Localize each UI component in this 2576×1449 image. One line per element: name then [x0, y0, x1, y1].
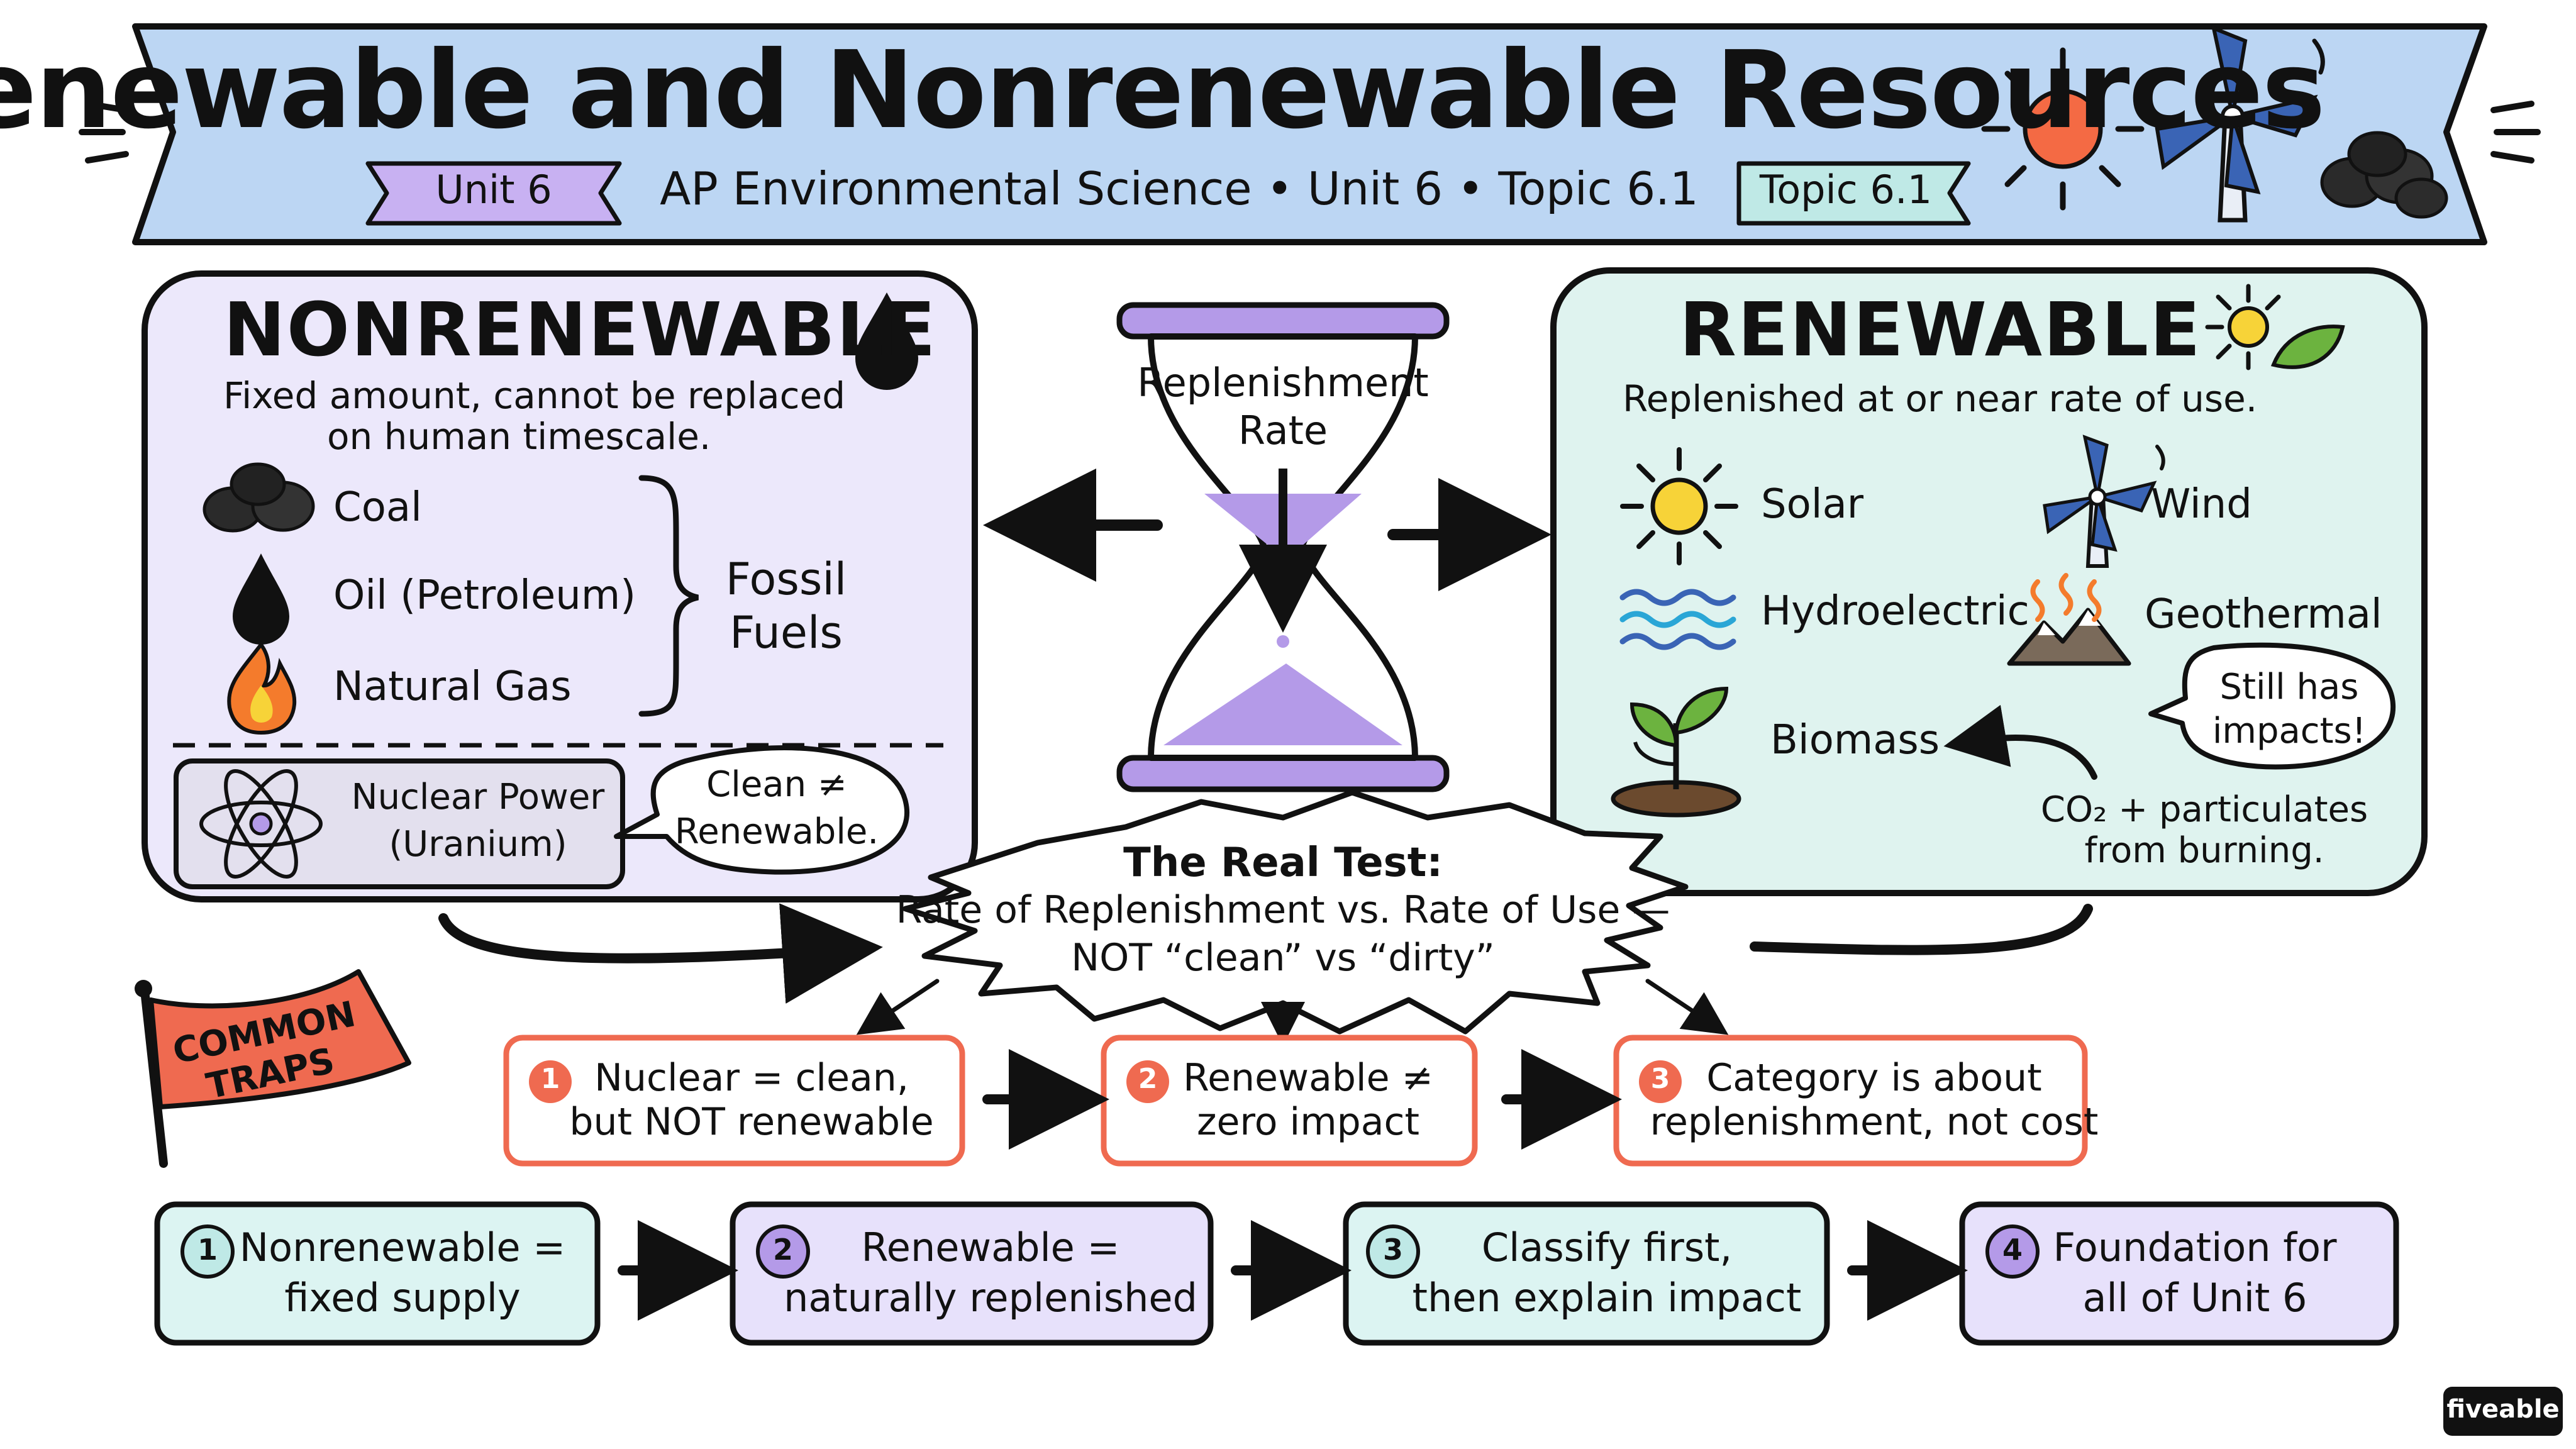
step-3-line-1: Classify first, — [1481, 1224, 1733, 1270]
trap-number-3-label: 3 — [1650, 1063, 1670, 1095]
step-number-3-label: 3 — [1382, 1233, 1404, 1267]
impacts-bubble-line-1: Still has — [2219, 667, 2359, 708]
nonrenewable-description-1: Fixed amount, cannot be replaced — [223, 374, 846, 417]
real-test-line-3: NOT “clean” vs “dirty” — [1071, 936, 1495, 980]
step-number-1-label: 1 — [197, 1233, 218, 1267]
step-number-2-label: 2 — [772, 1233, 794, 1267]
brand-logo-text: fiveable — [2446, 1395, 2560, 1424]
nuclear-power-box — [174, 758, 625, 889]
burning-note-1: CO₂ + particulates — [2040, 789, 2368, 830]
sun-icon — [1981, 47, 2145, 211]
resource-label-oil: Oil (Petroleum) — [333, 572, 636, 619]
page-subtitle: AP Environmental Science • Unit 6 • Topi… — [660, 162, 1699, 215]
atom-icon — [199, 769, 323, 879]
common-traps-flag — [135, 969, 411, 1168]
topic-tag — [1736, 161, 1971, 226]
real-test-starburst — [902, 789, 1689, 1035]
step-2-line-1: Renewable = — [861, 1224, 1120, 1270]
motion-lines-right — [2490, 101, 2541, 164]
hourglass-label-2: Rate — [1238, 408, 1328, 453]
oil-drop-icon — [855, 292, 918, 390]
oil-drop-icon — [233, 553, 289, 645]
trap-number-2-label: 2 — [1138, 1063, 1158, 1095]
clean-bubble-line-2: Renewable. — [674, 811, 879, 852]
step-3-line-2: then explain impact — [1412, 1275, 1802, 1321]
trap-2-line-2: zero impact — [1196, 1100, 1420, 1144]
step-4-line-1: Foundation for — [2053, 1224, 2337, 1270]
real-test-line-1: The Real Test: — [1123, 840, 1443, 886]
water-waves-icon — [1619, 589, 1736, 650]
coal-icon — [203, 462, 315, 533]
step-number-4 — [1985, 1224, 2040, 1279]
wind-turbine-icon — [2155, 25, 2325, 223]
arrow-to-trap-3 — [1645, 979, 1729, 1035]
speech-bubble-impacts — [2148, 642, 2396, 770]
clean-bubble-line-1: Clean ≠ — [706, 764, 847, 805]
step-2-line-2: naturally replenished — [784, 1275, 1197, 1321]
step-number-4-label: 4 — [2002, 1233, 2023, 1267]
trap-number-3 — [1639, 1060, 1682, 1103]
fossil-fuels-label-1: Fossil — [725, 553, 847, 605]
trap-2-line-1: Renewable ≠ — [1183, 1056, 1433, 1100]
arrow-nonrenewable-to-test — [438, 903, 883, 1004]
step-1-line-2: fixed supply — [284, 1275, 521, 1321]
coal-icon — [2320, 131, 2448, 219]
trap-box-1 — [503, 1035, 965, 1167]
trap-1-line-1: Nuclear = clean, — [594, 1056, 909, 1100]
flame-icon — [227, 641, 297, 735]
step-1-line-1: Nonrenewable = — [239, 1224, 566, 1270]
fossil-fuels-brace — [638, 475, 699, 717]
hourglass-label-1: Replenishment — [1137, 360, 1429, 406]
plant-icon — [1611, 686, 1741, 818]
nuclear-label-1: Nuclear Power — [351, 777, 605, 818]
arrow-to-trap-1 — [856, 979, 940, 1035]
renewable-heading: RENEWABLE — [1679, 286, 2202, 373]
unit-tag — [365, 161, 622, 226]
hourglass-icon — [1116, 302, 1450, 792]
motion-lines-left — [79, 101, 129, 164]
arrow-to-biomass — [1943, 704, 2097, 780]
step-box-1 — [154, 1201, 601, 1346]
speech-bubble-clean — [614, 745, 909, 875]
step-number-3 — [1366, 1224, 1420, 1279]
resource-label-coal: Coal — [333, 484, 422, 531]
fossil-fuels-label-2: Fuels — [730, 607, 843, 658]
resource-label-wind: Wind — [2151, 481, 2252, 528]
wind-turbine-icon — [2043, 435, 2165, 568]
resource-label-geothermal: Geothermal — [2145, 591, 2382, 638]
real-test-line-2: Rate of Replenishment vs. Rate of Use — — [896, 888, 1670, 932]
resource-label-hydroelectric: Hydroelectric — [1761, 588, 2029, 635]
trap-3-line-1: Category is about — [1706, 1056, 2042, 1100]
step-4-line-2: all of Unit 6 — [2082, 1275, 2307, 1321]
trap-number-2 — [1126, 1060, 1169, 1103]
nonrenewable-heading: NONRENEWABLE — [223, 286, 937, 373]
impacts-bubble-line-2: impacts! — [2212, 711, 2367, 752]
trap-number-1 — [529, 1060, 572, 1103]
step-number-1 — [180, 1224, 235, 1279]
trap-1-line-2: but NOT renewable — [569, 1100, 934, 1144]
page-title: Renewable and Nonrenewable Resources — [0, 28, 2326, 153]
burning-note-2: from burning. — [2084, 830, 2324, 871]
resource-label-solar: Solar — [1761, 481, 1864, 528]
trap-3-line-2: replenishment, not cost — [1650, 1100, 2099, 1144]
nonrenewable-description-2: on human timescale. — [327, 415, 711, 458]
arrow-renewable-to-test — [1750, 904, 2093, 955]
nuclear-label-2: (Uranium) — [389, 824, 567, 865]
geothermal-icon — [2007, 573, 2131, 666]
topic-tag-label: Topic 6.1 — [1759, 167, 1933, 213]
step-number-2 — [756, 1224, 810, 1279]
unit-tag-label: Unit 6 — [435, 167, 552, 213]
trap-number-1-label: 1 — [540, 1063, 560, 1095]
brand-badge — [2443, 1387, 2563, 1436]
sun-leaf-icon — [2205, 284, 2345, 370]
nonrenewable-panel — [142, 270, 978, 902]
resource-label-natural-gas: Natural Gas — [333, 663, 572, 710]
sun-icon — [1620, 447, 1738, 565]
resource-label-biomass: Biomass — [1770, 717, 1940, 763]
renewable-description: Replenished at or near rate of use. — [1623, 377, 2258, 420]
